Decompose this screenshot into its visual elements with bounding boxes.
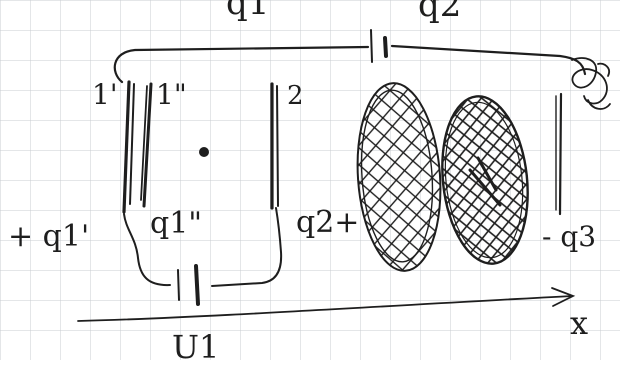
label-bottom: U1 <box>172 328 219 360</box>
plate-1double <box>140 82 153 208</box>
label-charge-q3: - q3 <box>542 220 596 253</box>
plate-3 <box>555 92 563 216</box>
x-axis-arrow <box>77 287 576 322</box>
label-top-right: q2 <box>418 0 461 25</box>
knot-scribble <box>571 57 611 110</box>
top-wire <box>113 44 587 84</box>
label-plate-1double: 1" <box>156 78 187 111</box>
battery-icon <box>177 264 200 306</box>
label-top-left: q1 <box>226 0 269 23</box>
plate-1prime <box>122 80 135 214</box>
label-plate-2: 2 <box>287 81 304 111</box>
hatched-oval-icon <box>356 82 442 272</box>
label-plate-1prime: 1' <box>92 78 118 111</box>
label-axis-x: x <box>570 304 588 342</box>
dot-icon <box>199 147 209 157</box>
label-charge-q1prime: + q1' <box>8 219 89 254</box>
plate-2 <box>270 82 279 210</box>
label-charge-q1double: q1" <box>150 206 202 241</box>
battery-icon <box>370 29 388 63</box>
label-charge-q2: q2+ <box>296 205 359 240</box>
bottom-wire <box>123 207 283 287</box>
hatched-oval-icon <box>441 95 529 265</box>
